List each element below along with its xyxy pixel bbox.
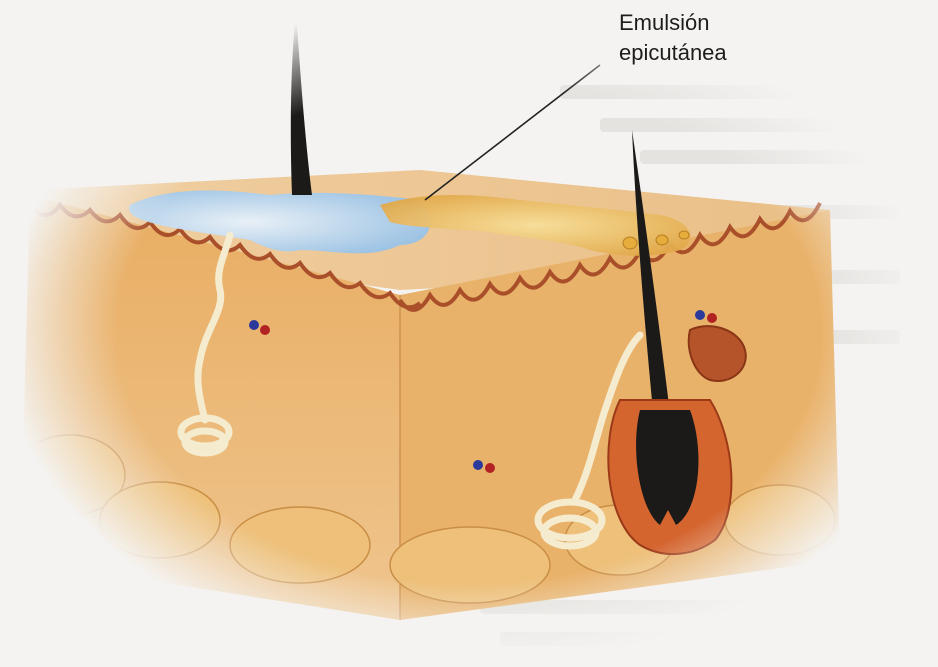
callout-line-2: epicutánea [619,38,727,68]
emulsion-callout-label: Emulsión epicutánea [619,8,727,68]
callout-line-1: Emulsión [619,8,727,38]
